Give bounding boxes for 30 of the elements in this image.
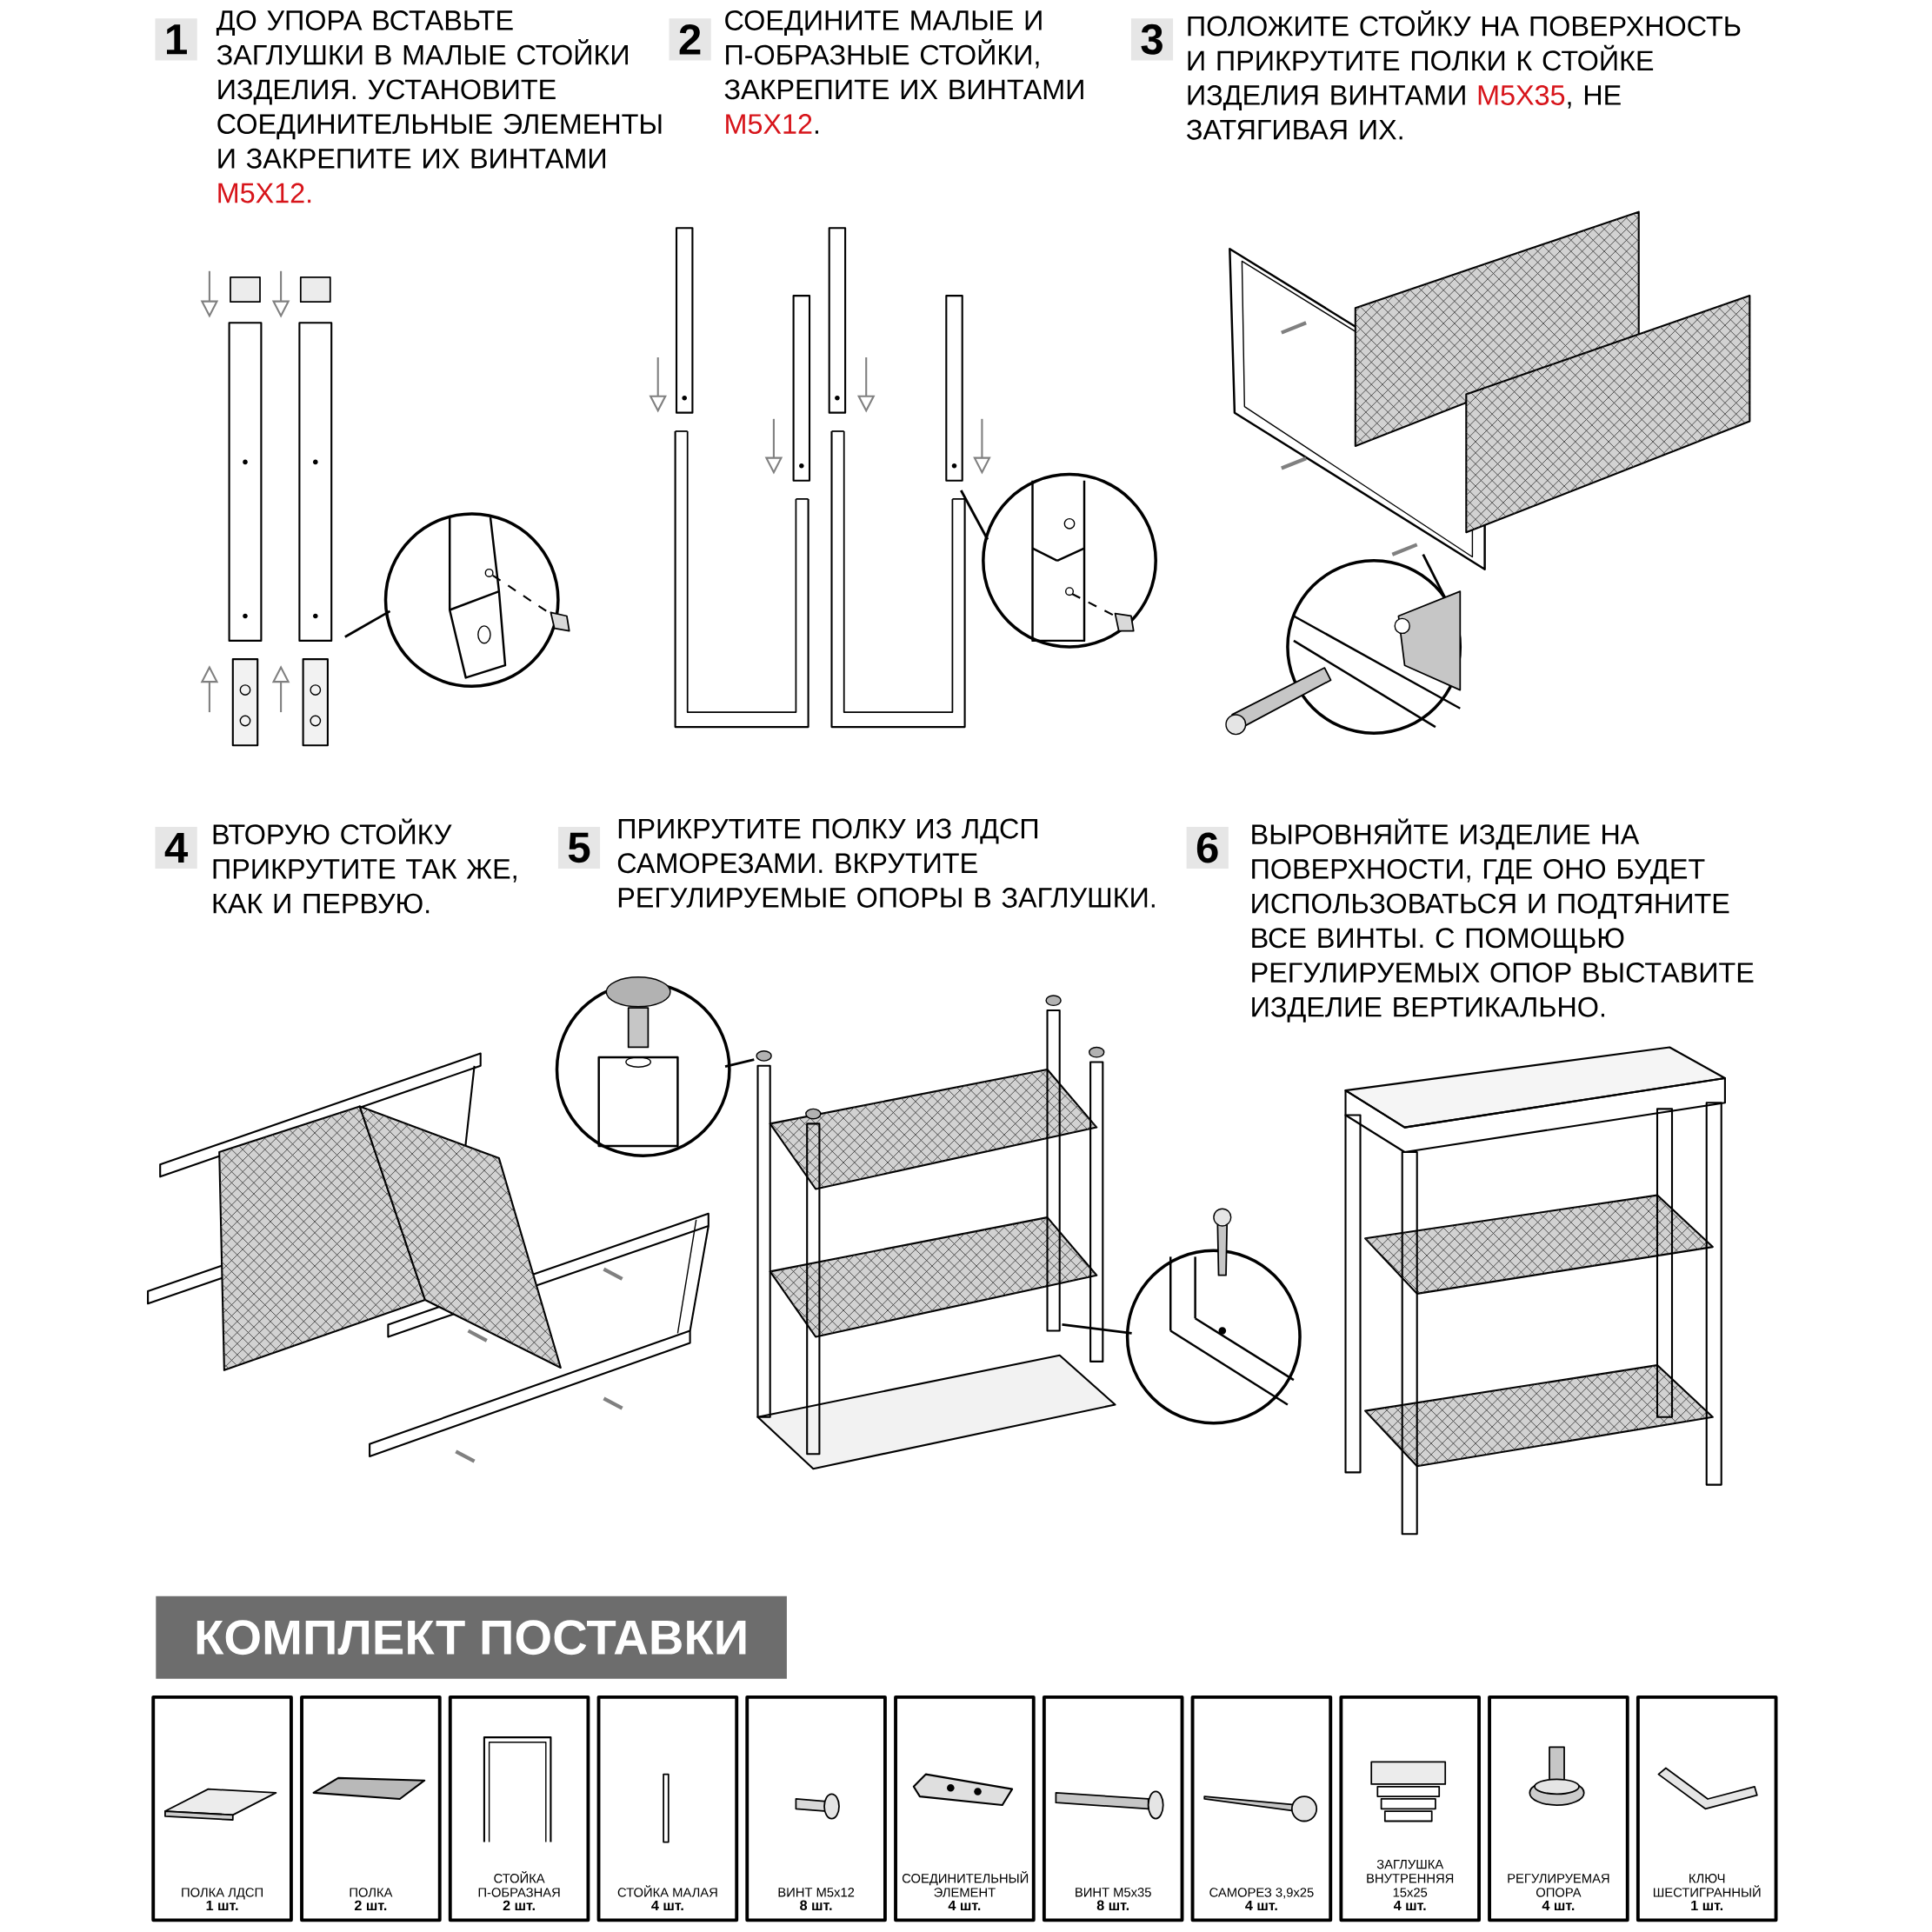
part-card: СТОЙКА МАЛАЯ 4 шт. (596, 1695, 739, 1922)
node-label: И ПРИКРУТИТЕ ПОЛКИ К СТОЙКЕ (1188, 44, 1654, 71)
node-label: ЗАТЯГИВАЯ ИХ. (1186, 119, 1402, 140)
part-card: СТОЙКА П-ОБРАЗНАЯ 2 шт. (448, 1695, 590, 1922)
step-number: 4 (155, 826, 197, 869)
step-number: 2 (669, 18, 711, 61)
node-label: ПОЛОЖИТЕ СТОЙКУ НА ПОВЕРХНОСТЬ (1188, 10, 1741, 37)
part-card: КЛЮЧ ШЕСТИГРАННЫЙ 1 шт. (1636, 1695, 1778, 1922)
step-number: 6 (1186, 826, 1229, 869)
step-number: 5 (557, 826, 601, 869)
part-card: ЗАГЛУШКА ВНУТРЕННЯЯ 15x25 4 шт. (1339, 1695, 1481, 1922)
node-label: ИЗДЕЛИЯ ВИНТАМИ (1188, 85, 1465, 111)
part-card: ВИНТ M5x12 8 шт. (745, 1695, 887, 1922)
part-card: ПОЛКА ЛДСП 1 шт. (151, 1695, 293, 1922)
instruction-text: ПОЛОЖИТЕ СТОЙКУ НА ПОВЕРХНОСТЬ И ПРИКРУТИТЕ ПОЛКИ К СТОЙКЕ ИЗДЕЛИЯ ВИНТАМИ M5X35, НЕ ЗАТЯГИВАЯ ИХ. (1186, 10, 1741, 140)
step-number: 1 (155, 18, 197, 61)
part-card: ВИНТ M5x35 8 шт. (1042, 1695, 1184, 1922)
instruction-text: СОЕДИНИТЕ МАЛЫЕ И П-ОБРАЗНЫЕ СТОЙКИ, ЗАКРЕПИТЕ ИХ ВИНТАМИ M5X12. (724, 10, 1083, 135)
node-label: , НЕ (1568, 85, 1621, 109)
instruction-text: ВТОРУЮ СТОЙКУ ПРИКРУТИТЕ ТАК ЖЕ, КАК И ПЕРВУЮ. (213, 818, 516, 914)
node-label: M5X35 (1478, 85, 1565, 105)
part-card: СОЕДИНИТЕЛЬНЫЙ ЭЛЕМЕНТ 4 шт. (894, 1695, 1036, 1922)
part-card: ПОЛКА 2 шт. (300, 1695, 442, 1922)
instruction-text: ДО УПОРА ВСТАВЬТЕ ЗАГЛУШКИ В МАЛЫЕ СТОЙКИ ИЗДЕЛИЯ. УСТАНОВИТЕ СОЕДИНИТЕЛЬНЫЕ ЭЛЕМЕНТЫ И ЗАКРЕПИТЕ ИХ ВИНТАМИ M5X12. (216, 10, 662, 203)
instruction-text: ПРИКРУТИТЕ ПОЛКУ ИЗ ЛДСП САМОРЕЗАМИ. ВКРУТИТЕ РЕГУЛИРУЕМЫЕ ОПОРЫ В ЗАГЛУШКИ. (617, 818, 1155, 908)
part-card: САМОРЕЗ 3,9x25 4 шт. (1190, 1695, 1333, 1922)
part-card: РЕГУЛИРУЕМАЯ ОПОРА 4 шт. (1488, 1695, 1629, 1922)
title-band: КОМПЛЕКТ ПОСТАВКИ (156, 1596, 787, 1679)
step-number: 3 (1130, 18, 1174, 61)
instruction-text: ВЫРОВНЯЙТЕ ИЗДЕЛИЕ НА ПОВЕРХНОСТИ, ГДЕ ОНО БУДЕТ ИСПОЛЬЗОВАТЬСЯ И ПОДТЯНИТЕ ВСЕ ВИНТЫ. С ПОМОЩЬЮ РЕГУЛИРУЕМЫХ ОПОР ВЫСТАВИТЕ ИЗДЕЛИЕ ВЕРТИКАЛЬНО. (1252, 818, 1754, 1023)
